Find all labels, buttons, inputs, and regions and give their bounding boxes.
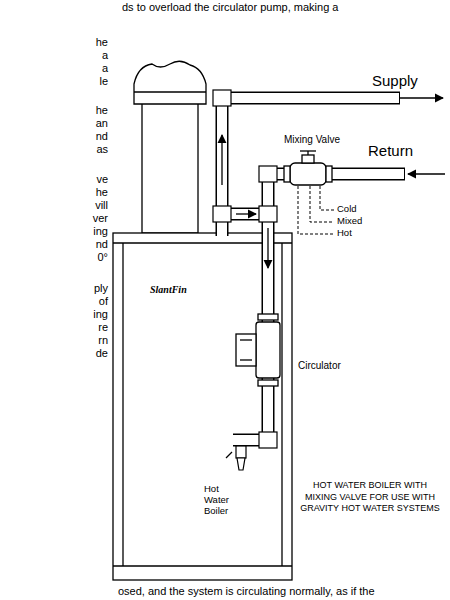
- return-arrow: [408, 173, 445, 174]
- elbow-fitting: [259, 432, 277, 448]
- elbow-fitting: [213, 90, 231, 106]
- port-label: Hot: [337, 228, 352, 239]
- pump-body: [256, 322, 280, 378]
- brand-logo: SlantFin: [150, 284, 187, 296]
- return-pipe: [233, 174, 405, 440]
- jacket-panel-edge: [122, 243, 123, 566]
- jacket-panel-edge: [281, 243, 282, 566]
- valve-body: [290, 163, 326, 185]
- body-text-fragment: de: [96, 347, 108, 360]
- tee-fitting: [259, 206, 277, 222]
- circulator-pump: [236, 314, 280, 386]
- pump-motor: [236, 334, 256, 366]
- body-text-fragment: ing: [93, 308, 108, 321]
- flow-arrow: [221, 135, 222, 185]
- valve-stem: [307, 151, 308, 155]
- flow-arrows: [222, 98, 445, 268]
- body-text-fragment: vill: [95, 199, 108, 212]
- body-text-fragment: osed, and the system is circulating norm…: [118, 585, 375, 598]
- body-text-fragment: 0°: [97, 251, 108, 264]
- leader-line: [310, 186, 334, 222]
- valve-union: [326, 166, 332, 182]
- pump-flange: [258, 314, 278, 320]
- pump-flange: [258, 380, 278, 386]
- part-label: Circulator: [298, 360, 341, 372]
- valve-bonnet: [302, 155, 314, 163]
- drain-handle: [226, 452, 232, 458]
- body-text-fragment: an: [96, 117, 108, 130]
- part-label: Mixing Valve: [284, 134, 340, 146]
- part-label: Hot Water Boiler: [204, 484, 244, 517]
- body-text-fragment: he: [96, 104, 108, 117]
- motor-detail: [240, 339, 252, 340]
- drain-body: [236, 446, 246, 458]
- body-text-fragment: ver: [93, 212, 108, 225]
- body-text-fragment: as: [96, 143, 108, 156]
- body-text-fragment: nd: [96, 238, 108, 251]
- drain-valve: [226, 446, 246, 470]
- flow-arrow: [236, 213, 256, 214]
- motor-detail: [240, 359, 252, 360]
- vent-flue: [134, 61, 206, 233]
- supply-arrow: [400, 97, 443, 98]
- body-text-fragment: he: [96, 186, 108, 199]
- leader-line: [298, 186, 334, 234]
- mixing-valve: [284, 151, 332, 185]
- body-text-fragment: he: [96, 36, 108, 49]
- body-text-fragment: ds to overload the circulator pump, maki…: [122, 1, 338, 14]
- body-text-fragment: a: [102, 62, 108, 75]
- port-label: Cold: [337, 204, 357, 215]
- cap-band: [134, 91, 206, 92]
- flue-pipe: [142, 96, 198, 233]
- port-leaders: [298, 186, 334, 234]
- body-text-fragment: of: [99, 295, 108, 308]
- body-text-fragment: le: [99, 75, 108, 88]
- body-text-fragment: nd: [96, 130, 108, 143]
- supply-pipe: [222, 98, 400, 236]
- body-text-fragment: ve: [96, 173, 108, 186]
- body-text-fragment: rn: [98, 334, 108, 347]
- flow-arrow: [267, 228, 268, 268]
- leader-line: [320, 186, 334, 210]
- body-text-fragment: re: [98, 321, 108, 334]
- flow-label: Supply: [372, 72, 418, 89]
- flow-label: Return: [368, 142, 413, 159]
- port-label: Mixed: [337, 216, 362, 227]
- body-text-fragment: ply: [94, 282, 108, 295]
- jacket-base: [113, 565, 292, 566]
- valve-union: [284, 166, 290, 182]
- body-text-fragment: a: [102, 49, 108, 62]
- elbow-fitting: [259, 166, 277, 182]
- tee-fitting: [213, 206, 231, 222]
- drain-spout: [237, 458, 245, 470]
- vent-cap: [134, 61, 206, 104]
- body-text-fragment: ing: [93, 225, 108, 238]
- figure-caption: HOT WATER BOILER WITH MIXING VALVE FOR U…: [296, 480, 444, 515]
